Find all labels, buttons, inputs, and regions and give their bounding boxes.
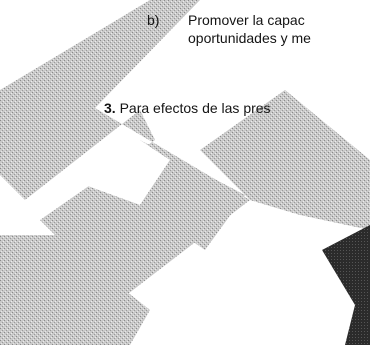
watermark-inner-square <box>85 140 170 205</box>
watermark-dark-block <box>322 225 370 345</box>
item-b-marker: b) <box>147 12 160 28</box>
item-b-line2: oportunidades y me <box>188 30 311 46</box>
watermark-lower-band <box>0 235 150 345</box>
item-b-line1: Promover la capac <box>188 12 305 28</box>
item-3-line: 3. Para efectos de las pres <box>104 100 271 117</box>
watermark-center-block <box>140 140 245 250</box>
item-3-number: 3. <box>104 100 116 116</box>
item-3-text: Para efectos de las pres <box>119 100 271 116</box>
watermark-right-band <box>200 90 370 230</box>
